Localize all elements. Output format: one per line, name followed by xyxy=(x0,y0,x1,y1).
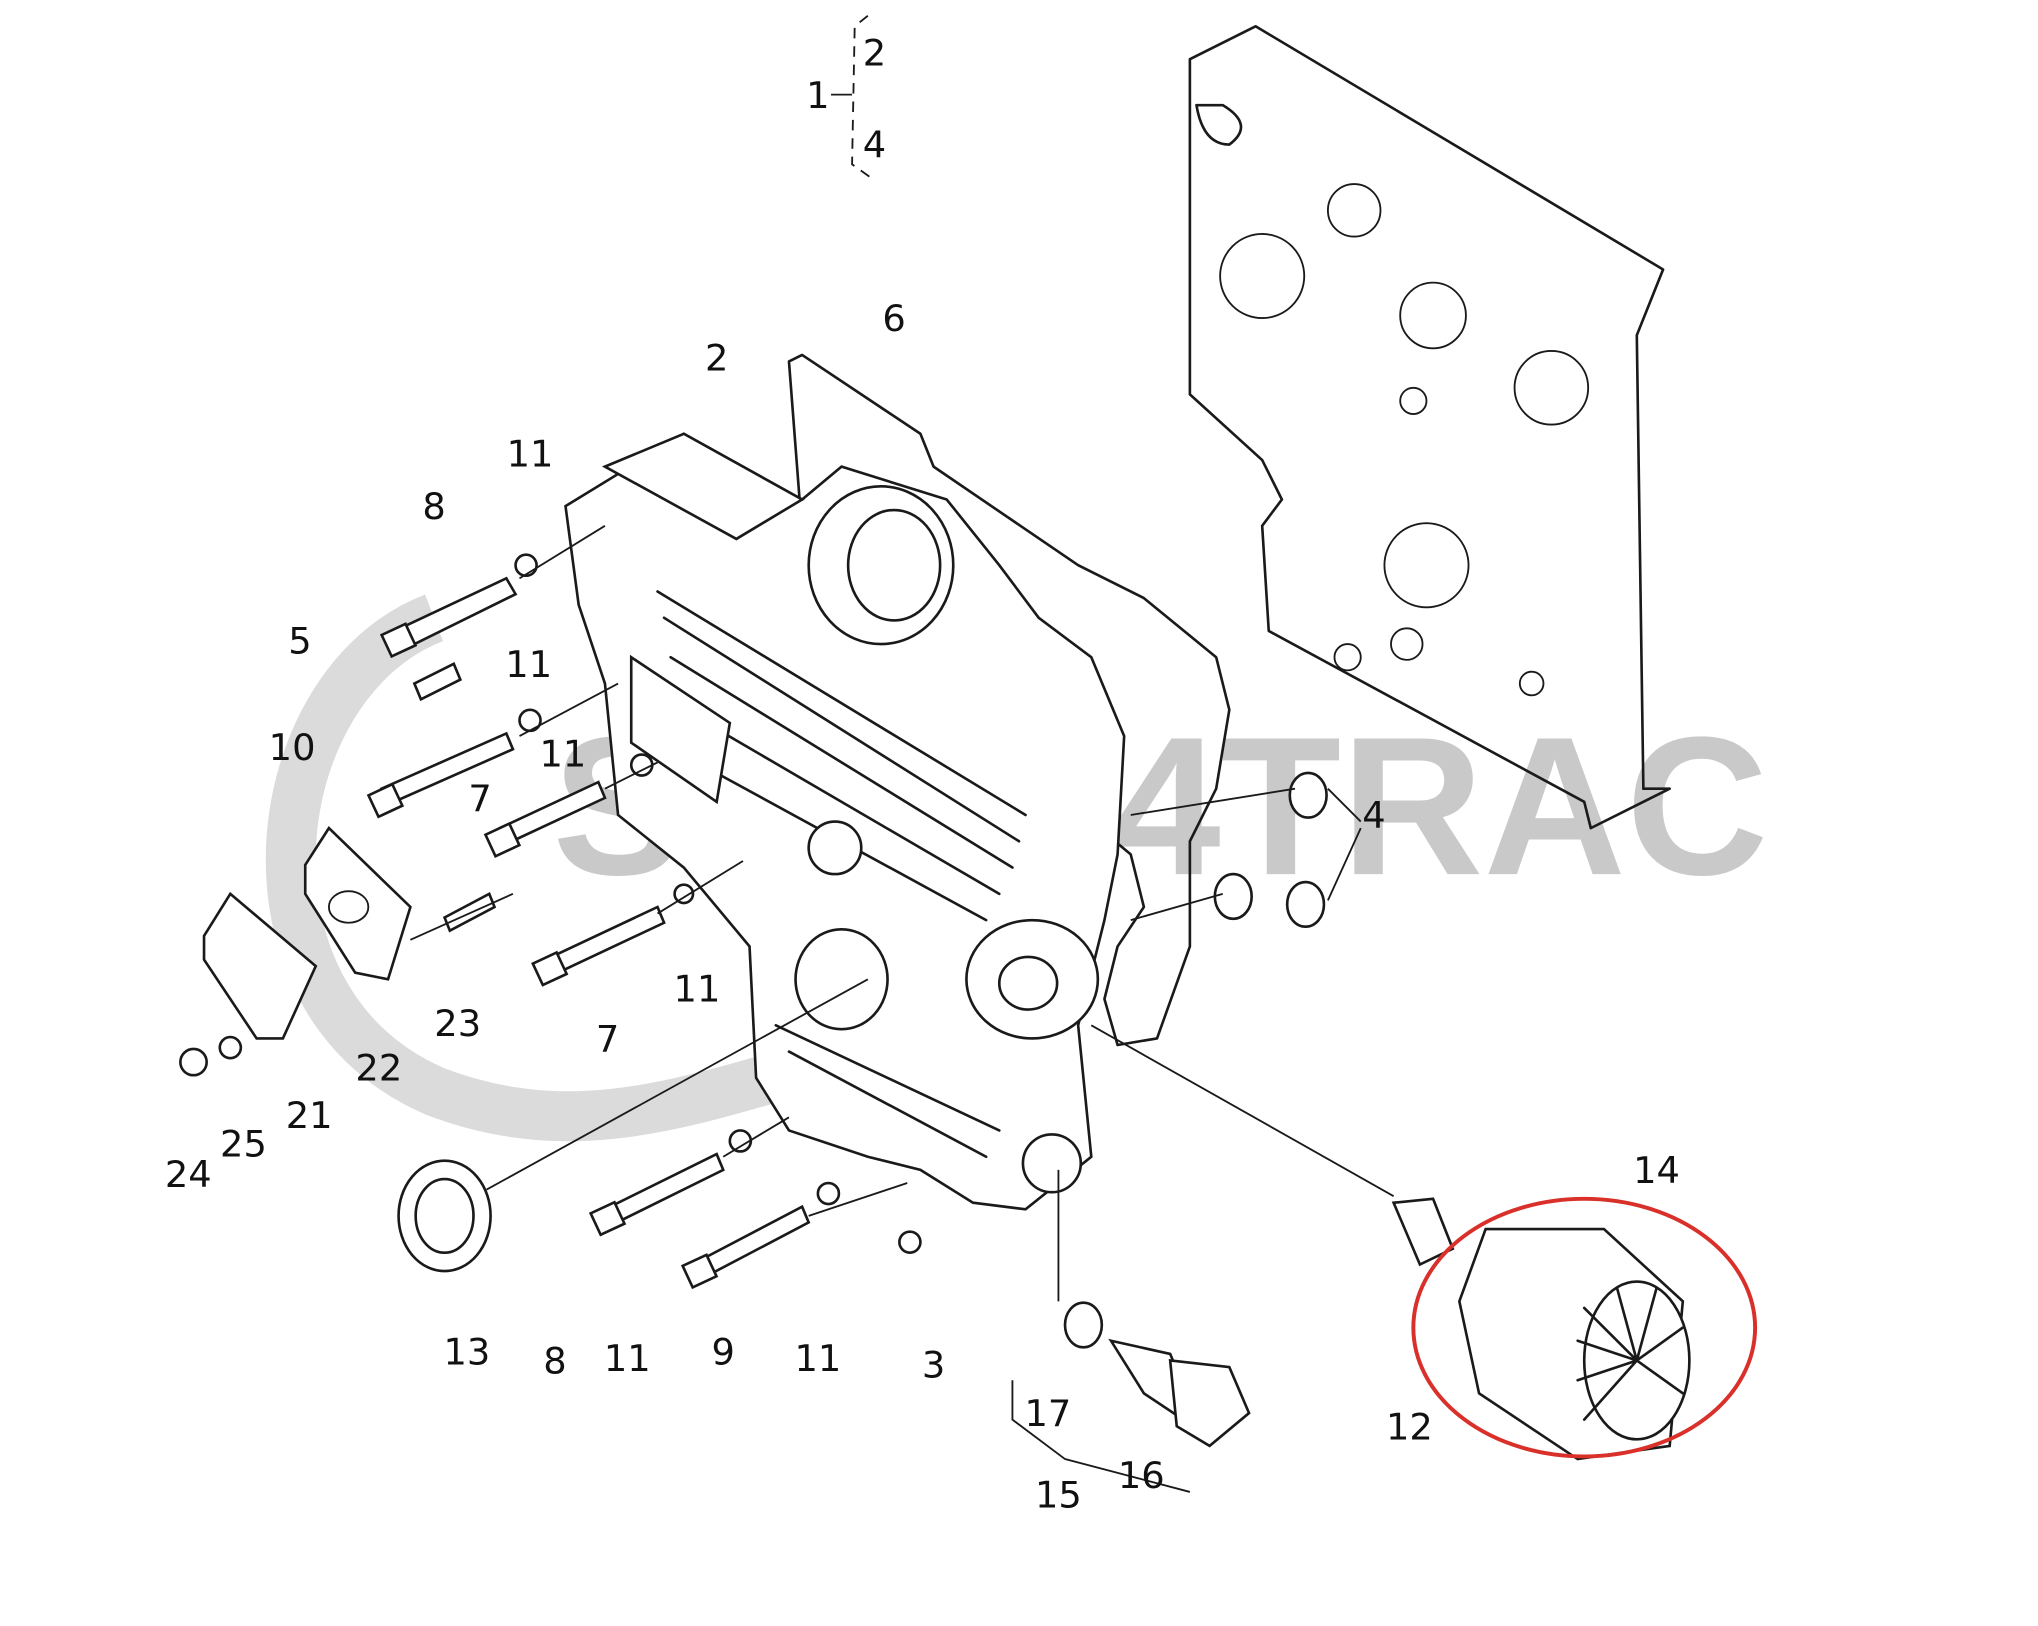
part-label: 22 xyxy=(355,1046,402,1089)
part-label: 21 xyxy=(286,1094,333,1137)
part-label: 11 xyxy=(505,643,552,686)
part-label: 11 xyxy=(604,1337,651,1380)
part-label: 8 xyxy=(422,485,445,528)
part-label: 14 xyxy=(1633,1149,1680,1192)
part-label: 3 xyxy=(922,1344,945,1387)
part-label: 4 xyxy=(863,124,886,167)
part-label: 1 xyxy=(806,74,829,117)
part-label: 6 xyxy=(882,297,905,340)
part-label: 5 xyxy=(288,619,311,662)
part-label: 12 xyxy=(1386,1405,1433,1448)
part-label: 13 xyxy=(444,1330,491,1373)
highlight-ellipse xyxy=(1411,1196,1758,1459)
oil-seal-13 xyxy=(397,978,869,1273)
covers xyxy=(179,826,514,1077)
bolts xyxy=(366,525,922,1290)
part-label: 17 xyxy=(1025,1392,1072,1435)
watermark-swoosh xyxy=(265,594,926,1142)
drain-plug-16 xyxy=(1011,1169,1251,1493)
part-label: 10 xyxy=(269,726,316,769)
part-label: 8 xyxy=(543,1340,566,1383)
part-label: 24 xyxy=(165,1153,212,1196)
part-label: 25 xyxy=(220,1123,267,1166)
part-label: 23 xyxy=(434,1002,481,1045)
bracket-1 xyxy=(851,15,871,179)
part-label: 11 xyxy=(794,1337,841,1380)
part-label: 11 xyxy=(674,968,721,1011)
part-label: 11 xyxy=(507,433,554,476)
part-label: 15 xyxy=(1035,1474,1082,1517)
part-label: 11 xyxy=(539,732,586,775)
timing-gear-case xyxy=(564,432,1126,1211)
part-label: 7 xyxy=(468,777,491,820)
part-label: 2 xyxy=(705,337,728,380)
part-label: 7 xyxy=(596,1018,619,1061)
part-label: 2 xyxy=(863,32,886,75)
part-label: 9 xyxy=(712,1330,735,1373)
engine-plate xyxy=(1188,24,1671,830)
part-label: 16 xyxy=(1118,1454,1165,1497)
part-label: 4 xyxy=(1362,794,1385,837)
o-rings-4 xyxy=(1130,771,1362,929)
